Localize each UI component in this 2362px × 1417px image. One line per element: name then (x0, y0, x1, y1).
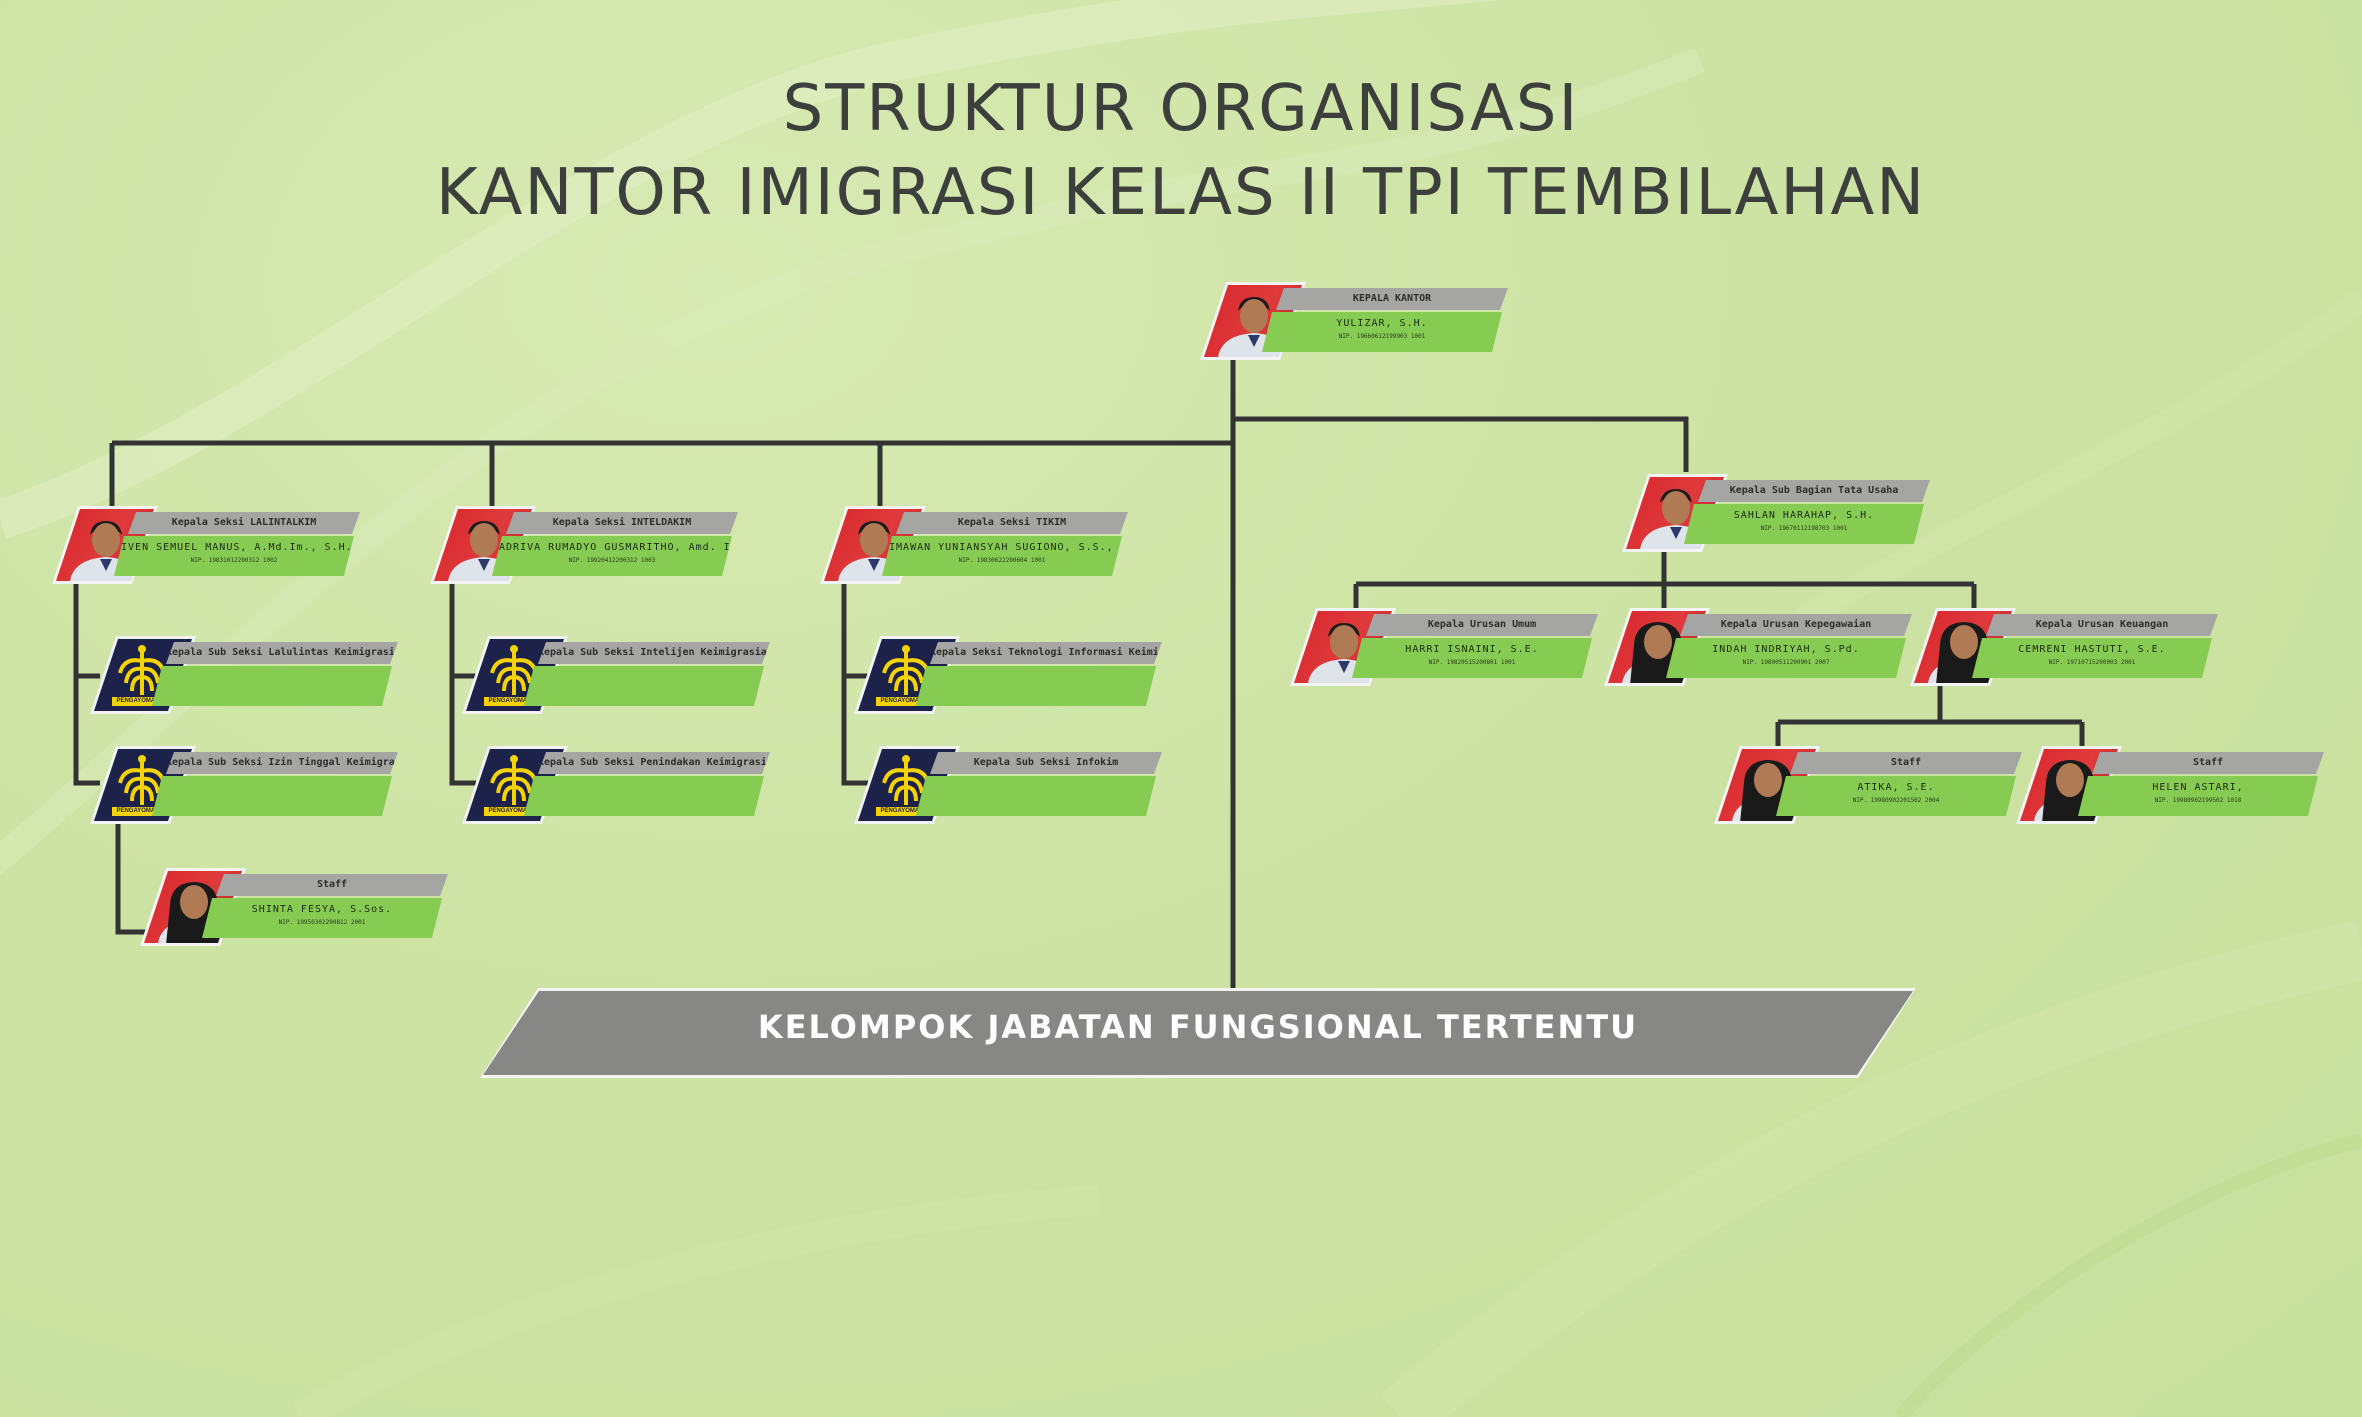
name-plate: HELEN ASTARI, NIP. 19980902199502 1018 (2078, 776, 2318, 816)
role-label: Staff (2092, 752, 2324, 774)
name-plate: SAHLAN HARAHAP, S.H. NIP. 19670112198703 … (1684, 504, 1924, 544)
title-line-1: STRUKTUR ORGANISASI (782, 72, 1580, 146)
role-label: Kepala Urusan Umum (1366, 614, 1598, 636)
role-label: Kepala Urusan Kepegawaian (1680, 614, 1912, 636)
logo-text: PENGAYOMAN (116, 808, 160, 814)
role-label: Kepala Seksi TIKIM (896, 512, 1128, 534)
person-name: MADRIVA RUMADYO GUSMARITHO, Amd. Im., S.… (492, 542, 787, 553)
person-nip: NIP. 19831012200312 1002 (190, 557, 278, 564)
name-plate (152, 666, 392, 706)
person-name: ATIKA, S.E. (1857, 782, 1935, 793)
name-plate: MADRIVA RUMADYO GUSMARITHO, Amd. Im., S.… (492, 536, 732, 576)
person-name: SAHLAN HARAHAP, S.H. (1733, 510, 1875, 521)
logo-text: PENGAYOMAN (116, 698, 160, 704)
person-name: SHINTA FESYA, S.Sos. (251, 904, 393, 915)
name-plate: HIMAWAN YUNIANSYAH SUGIONO, S.S., M.H.NI… (882, 536, 1122, 576)
person-nip: NIP. 19830622200604 1001 (958, 557, 1046, 564)
person-nip: NIP. 19670112198703 1001 (1760, 525, 1848, 532)
name-plate (916, 776, 1156, 816)
role-label: Kepala Sub Seksi Lalulintas Keimigrasian (166, 642, 398, 664)
role-label: Kepala Urusan Keuangan (1986, 614, 2218, 636)
role-label: Kepala Sub Seksi Intelijen Keimigrasian (538, 642, 770, 664)
name-plate (524, 666, 764, 706)
role-label: Kepala Seksi LALINTALKIM (128, 512, 360, 534)
name-plate: CEMRENI HASTUTI, S.E. NIP. 19710715200003… (1972, 638, 2212, 678)
logo-text: PENGAYOMAN (488, 698, 532, 704)
banner-fill (483, 991, 1913, 1075)
person-nip: NIP. 19920412200312 1003 (568, 557, 656, 564)
person-nip: NIP. 19710715200003 2001 (2048, 659, 2136, 666)
role-label: Staff (1790, 752, 2022, 774)
person-name: HARRI ISNAINI, S.E. (1405, 644, 1539, 655)
role-label: Kepala Seksi Teknologi Informasi Keimigr… (930, 642, 1162, 664)
banner-label: KELOMPOK JABATAN FUNGSIONAL TERTENTU (757, 1008, 1639, 1046)
person-name: HELEN ASTARI, (2152, 782, 2244, 793)
name-plate: ATIKA, S.E. NIP. 19980902201502 2004 (1776, 776, 2016, 816)
name-plate: SHINTA FESYA, S.Sos. NIP. 19950302200812 … (202, 898, 442, 938)
role-label: Kepala Sub Seksi Penindakan Keimigrasian (538, 752, 770, 774)
name-plate (916, 666, 1156, 706)
role-label: Kepala Sub Seksi Infokim (930, 752, 1162, 774)
name-plate: INDAH INDRIYAH, S.Pd. NIP. 19800511200901… (1666, 638, 1906, 678)
name-plate: KIVEN SEMUEL MANUS, A.Md.Im., S.H., M.H.… (114, 536, 354, 576)
logo-text: PENGAYOMAN (880, 698, 924, 704)
role-label: KEPALA KANTOR (1276, 288, 1508, 310)
person-nip: NIP. 19980902199502 1018 (2154, 797, 2242, 804)
name-plate: HARRI ISNAINI, S.E. NIP. 19820515200801 1… (1352, 638, 1592, 678)
person-name: YULIZAR, S.H. (1336, 318, 1428, 329)
kelompok-jabatan-banner: KELOMPOK JABATAN FUNGSIONAL TERTENTU (480, 988, 1916, 1078)
role-label: Staff (216, 874, 448, 896)
person-nip: NIP. 19800511200901 2007 (1742, 659, 1830, 666)
name-plate: YULIZAR, S.H. NIP. 19660612199903 1001 (1262, 312, 1502, 352)
logo-text: PENGAYOMAN (488, 808, 532, 814)
name-plate (152, 776, 392, 816)
role-label: Kepala Seksi INTELDAKIM (506, 512, 738, 534)
role-label: Kepala Sub Seksi Izin Tinggal Keimigrasi… (166, 752, 398, 774)
person-name: HIMAWAN YUNIANSYAH SUGIONO, S.S., M.H. (882, 542, 1149, 553)
role-label: Kepala Sub Bagian Tata Usaha (1698, 480, 1930, 502)
person-name: CEMRENI HASTUTI, S.E. (2018, 644, 2166, 655)
person-name: KIVEN SEMUEL MANUS, A.Md.Im., S.H., M.H. (114, 542, 395, 553)
person-name: INDAH INDRIYAH, S.Pd. (1712, 644, 1860, 655)
person-nip: NIP. 19980902201502 2004 (1852, 797, 1940, 804)
name-plate (524, 776, 764, 816)
person-nip: NIP. 19950302200812 2001 (278, 919, 366, 926)
person-nip: NIP. 19820515200801 1001 (1428, 659, 1516, 666)
logo-text: PENGAYOMAN (880, 808, 924, 814)
title-line-2: KANTOR IMIGRASI KELAS II TPI TEMBILAHAN (435, 156, 1927, 230)
person-nip: NIP. 19660612199903 1001 (1338, 333, 1426, 340)
